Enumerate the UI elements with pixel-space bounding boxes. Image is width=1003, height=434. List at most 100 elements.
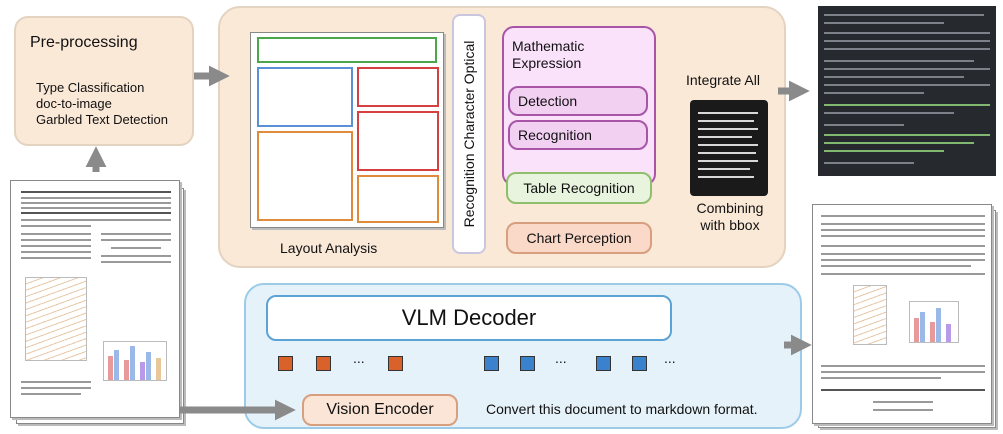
input-document-image bbox=[10, 180, 180, 418]
out-chart-bar bbox=[920, 312, 925, 342]
doc-text-line bbox=[21, 251, 91, 253]
text-token-ellipsis: ... bbox=[555, 350, 567, 366]
math-expression-title: Mathematic Expression bbox=[512, 38, 584, 72]
code-line-formula bbox=[824, 104, 990, 106]
markdown-code-output bbox=[818, 6, 996, 176]
combining-line1: Combining bbox=[696, 200, 764, 216]
vision-token bbox=[278, 356, 293, 371]
terminal-line bbox=[698, 128, 758, 130]
doc-table-row bbox=[21, 197, 171, 199]
out-chart-bar bbox=[930, 322, 935, 342]
doc-table-row bbox=[21, 202, 171, 204]
out-chart-bar bbox=[936, 308, 941, 342]
doc-chart-bar bbox=[108, 356, 113, 380]
out-table-row bbox=[821, 223, 985, 225]
out-text-line bbox=[821, 265, 971, 267]
code-line bbox=[824, 60, 974, 62]
preprocessing-title: Pre-processing bbox=[30, 34, 138, 51]
code-line bbox=[824, 14, 984, 16]
code-line-formula bbox=[824, 134, 990, 136]
layout-box-text bbox=[257, 67, 353, 127]
terminal-line bbox=[698, 144, 758, 146]
out-table-row bbox=[821, 215, 985, 217]
code-line bbox=[824, 112, 954, 114]
terminal-line bbox=[698, 152, 756, 154]
out-caption-line bbox=[821, 377, 941, 379]
vlm-decoder-box: VLM Decoder bbox=[266, 295, 672, 341]
terminal-line bbox=[698, 168, 750, 170]
text-token bbox=[632, 356, 647, 371]
code-line bbox=[824, 92, 924, 94]
doc-text-line bbox=[101, 261, 171, 263]
vision-token-ellipsis: ... bbox=[353, 350, 365, 366]
doc-flow-figure bbox=[25, 277, 87, 361]
code-line bbox=[824, 162, 914, 164]
terminal-line bbox=[698, 136, 752, 138]
doc-chart-bar bbox=[114, 350, 119, 380]
text-token bbox=[596, 356, 611, 371]
integrate-all-label: Integrate All bbox=[686, 72, 760, 88]
doc-text-line bbox=[21, 219, 171, 221]
doc-table-row bbox=[21, 207, 171, 209]
code-line-formula bbox=[824, 142, 974, 144]
code-line bbox=[824, 48, 990, 50]
text-token bbox=[520, 356, 535, 371]
combining-line2: with bbox bbox=[700, 217, 760, 233]
out-formula-line bbox=[873, 401, 933, 403]
terminal-line bbox=[698, 160, 758, 162]
doc-chart-bar bbox=[146, 352, 151, 380]
layout-box-figure bbox=[257, 131, 353, 221]
vision-token bbox=[388, 356, 403, 371]
code-line bbox=[824, 124, 904, 126]
out-chart-bar bbox=[946, 324, 951, 342]
math-title-line1: Mathematic bbox=[512, 38, 585, 54]
doc-caption-line bbox=[21, 393, 81, 395]
layout-box-chart bbox=[357, 175, 439, 223]
doc-bar-chart bbox=[103, 341, 167, 381]
out-formula-line bbox=[873, 409, 933, 411]
step-doc-to-image: doc-to-image bbox=[36, 96, 112, 111]
out-text-line bbox=[821, 253, 985, 255]
vision-token bbox=[316, 356, 331, 371]
out-text-line bbox=[821, 273, 985, 275]
doc-text-line bbox=[101, 255, 171, 257]
combining-with-bbox-label: Combining with bbox bbox=[694, 200, 766, 234]
doc-text-line bbox=[21, 239, 91, 241]
code-line-formula bbox=[824, 150, 944, 152]
prompt-text: Convert this document to markdown format… bbox=[486, 401, 758, 417]
doc-chart-bar bbox=[130, 346, 135, 380]
code-line bbox=[824, 40, 990, 42]
rendered-output-document bbox=[812, 204, 992, 424]
layout-analysis-label: Layout Analysis bbox=[280, 240, 378, 256]
step-garbled-text-detection: Garbled Text Detection bbox=[36, 112, 168, 127]
doc-table-rule bbox=[21, 212, 171, 214]
ocr-box bbox=[452, 14, 486, 254]
code-line bbox=[824, 32, 990, 34]
code-line bbox=[824, 22, 944, 24]
out-table-row bbox=[821, 229, 985, 231]
math-title-line2: Expression bbox=[512, 55, 582, 71]
code-line bbox=[824, 68, 990, 70]
doc-table-rule bbox=[21, 191, 171, 193]
layout-box-formula bbox=[357, 111, 439, 171]
out-caption-line bbox=[821, 365, 985, 367]
text-token-ellipsis: ... bbox=[664, 350, 676, 366]
chart-perception-box: Chart Perception bbox=[506, 222, 652, 254]
doc-text-line bbox=[21, 245, 91, 247]
doc-text-line bbox=[101, 239, 171, 241]
layout-analysis-document bbox=[250, 32, 444, 228]
out-flow-figure bbox=[853, 285, 887, 345]
out-bar-chart bbox=[909, 301, 959, 343]
out-text-line bbox=[821, 259, 985, 261]
step-type-classification: Type Classification bbox=[36, 80, 145, 95]
doc-text-line bbox=[101, 233, 171, 235]
out-caption-line bbox=[821, 371, 985, 373]
layout-box-formula bbox=[357, 67, 439, 107]
bbox-terminal-image bbox=[690, 100, 768, 196]
out-table-row bbox=[821, 235, 985, 237]
doc-text-line bbox=[21, 257, 91, 259]
vision-encoder-box: Vision Encoder bbox=[302, 394, 458, 426]
doc-text-line bbox=[21, 225, 91, 227]
out-chart-bar bbox=[914, 318, 919, 342]
